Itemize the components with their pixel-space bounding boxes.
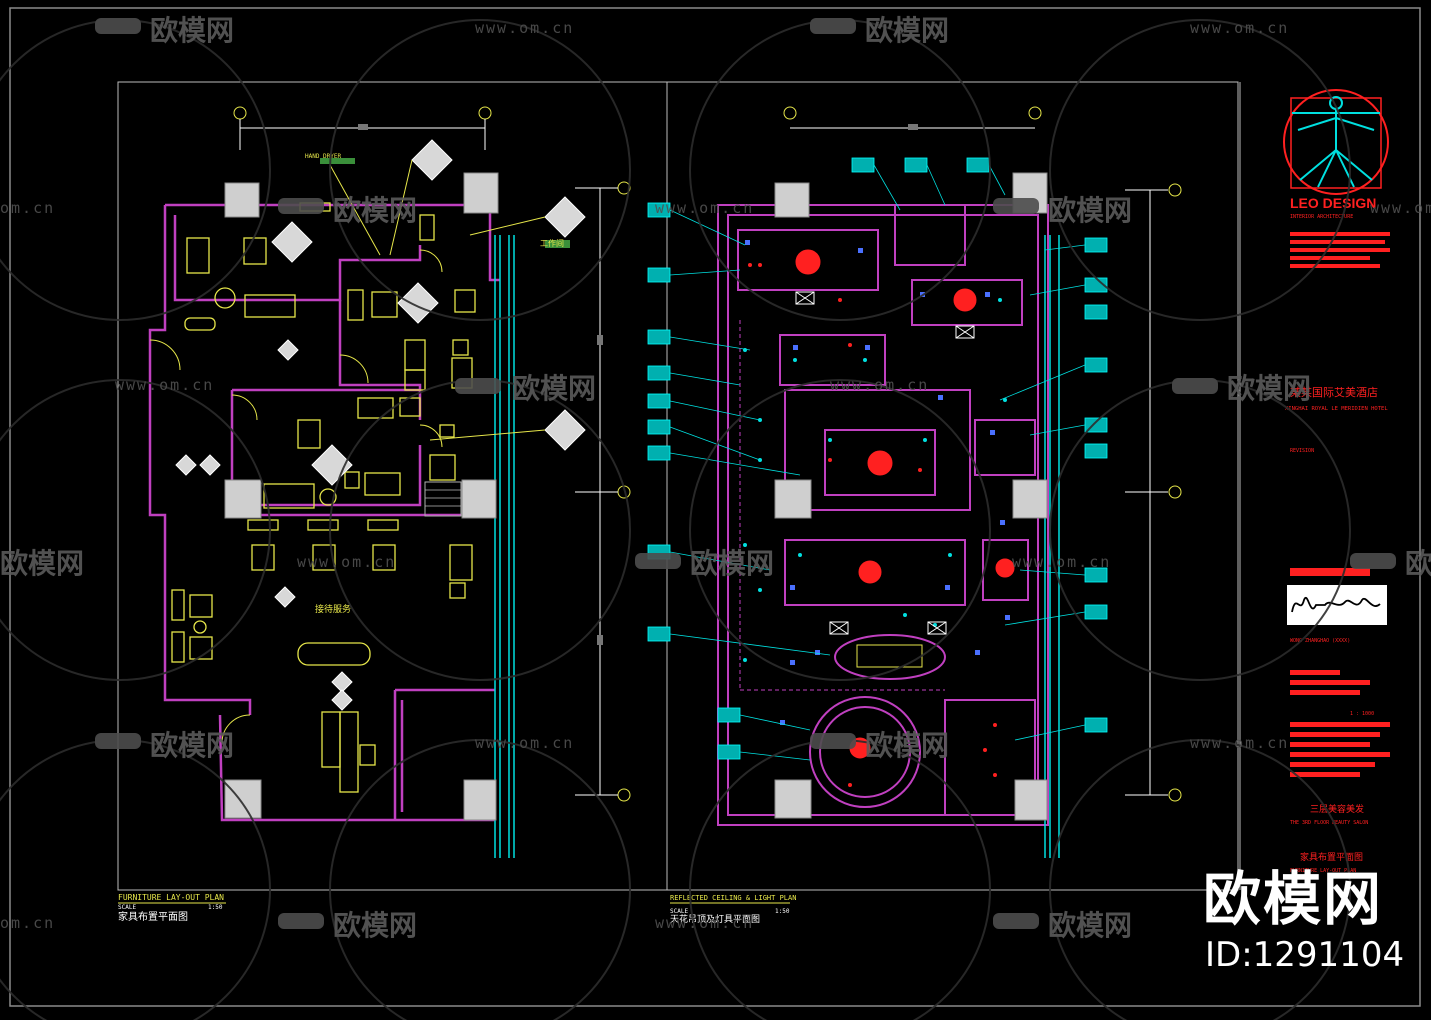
drawing-border xyxy=(9,7,1421,1007)
watermark-url: www.om.cn xyxy=(297,553,396,571)
watermark-brand: 欧模网 xyxy=(1048,909,1132,942)
watermark-brand: 欧模网 xyxy=(1405,547,1431,580)
ceiling-light-plan: REFLECTED CEILING & LIGHT PLAN SCALE 1:5… xyxy=(647,106,1182,925)
watermark-url: www.om.cn xyxy=(475,734,574,752)
drawing-name-cn-1: 三层美容美发 xyxy=(1310,803,1364,815)
watermark-url: om.cn xyxy=(0,199,55,217)
center-tag: 接待服务 xyxy=(315,603,351,615)
watermark-url: www.om.cn xyxy=(475,19,574,37)
right-plan-scale-value: 1:50 xyxy=(775,908,790,915)
watermark-brand: 欧模网 xyxy=(333,909,417,942)
drawing-name-en-2: FURNITURE LAY-OUT PLAN xyxy=(1290,868,1356,874)
watermark-brand: 欧模网 xyxy=(865,729,949,762)
left-plan-scale-value: 1:50 xyxy=(208,904,223,911)
watermark-url: www.om.cn xyxy=(1190,19,1289,37)
watermark-url: www.om.cn xyxy=(1370,199,1431,217)
left-plan-title-cn: 家具布置平面图 xyxy=(118,910,188,923)
watermark-brand: 欧模网 xyxy=(690,547,774,580)
watermark-brand: 欧模网 xyxy=(150,14,234,47)
designer-signature xyxy=(1291,596,1381,613)
watermark-brand: 欧模网 xyxy=(1227,372,1311,405)
title-block: LEO DESIGN INTERIOR ARCHITECTURE 某某国际艾美酒… xyxy=(1239,82,1390,890)
left-plan-scale-label: SCALE xyxy=(118,904,136,911)
watermark-brand: 欧模网 xyxy=(512,372,596,405)
watermark-layer: 欧模网 欧模网 欧模网 欧模网 欧模网 欧模网 欧模网 欧模网 欧模网 欧模网 … xyxy=(0,14,1431,1020)
left-plan-title-en: FURNITURE LAY-OUT PLAN xyxy=(118,893,224,902)
drawing-name-en-1: THE 3RD FLOOR BEAUTY SALON xyxy=(1290,820,1368,826)
watermark-url: om.cn xyxy=(0,914,55,932)
right-plan-title-en: REFLECTED CEILING & LIGHT PLAN xyxy=(670,894,796,902)
watermark-brand: 欧模网 xyxy=(0,547,84,580)
drawing-name-cn-2: 家具布置平面图 xyxy=(1300,851,1363,863)
company-sub: INTERIOR ARCHITECTURE xyxy=(1290,214,1353,220)
watermark-id: ID:1291104 xyxy=(1205,935,1405,975)
watermark-brand: 欧模网 xyxy=(333,194,417,227)
watermark-url: www.om.cn xyxy=(1190,734,1289,752)
vitruvian-man-logo xyxy=(1283,89,1389,195)
project-name-en: XINGHAI ROYAL LE MERIDIEN HOTEL xyxy=(1285,406,1388,412)
watermark-url: www.om.cn xyxy=(830,376,929,394)
company-name: LEO DESIGN xyxy=(1290,195,1376,211)
scale-ref: 1 : 1000 xyxy=(1350,711,1374,717)
room-tag: 工作间 xyxy=(540,238,564,248)
watermark-brand: 欧模网 xyxy=(150,729,234,762)
watermark-url: www.om.cn xyxy=(655,199,754,217)
hand-dryer-tag: HAND DRYER xyxy=(305,153,342,160)
drawn-by: WONG ZHANGHAO (XXXX) xyxy=(1290,638,1350,644)
furniture-layout-plan: HAND DRYER 工作间 接待服务 FURNITURE LAY-OUT PL… xyxy=(118,106,631,923)
watermark-brand-large: 欧模网 xyxy=(1203,865,1384,933)
project-name-cn: 某某国际艾美酒店 xyxy=(1290,385,1378,399)
sheet-border xyxy=(117,81,1239,891)
watermark-url: www.om.cn xyxy=(115,376,214,394)
revision-label: REVISION xyxy=(1290,448,1314,454)
watermark-brand: 欧模网 xyxy=(865,14,949,47)
watermark-brand: 欧模网 xyxy=(1048,194,1132,227)
watermark-url: www.om.cn xyxy=(655,914,754,932)
right-plan-scale-label: SCALE xyxy=(670,908,688,915)
watermark-url: www.om.cn xyxy=(1012,553,1111,571)
